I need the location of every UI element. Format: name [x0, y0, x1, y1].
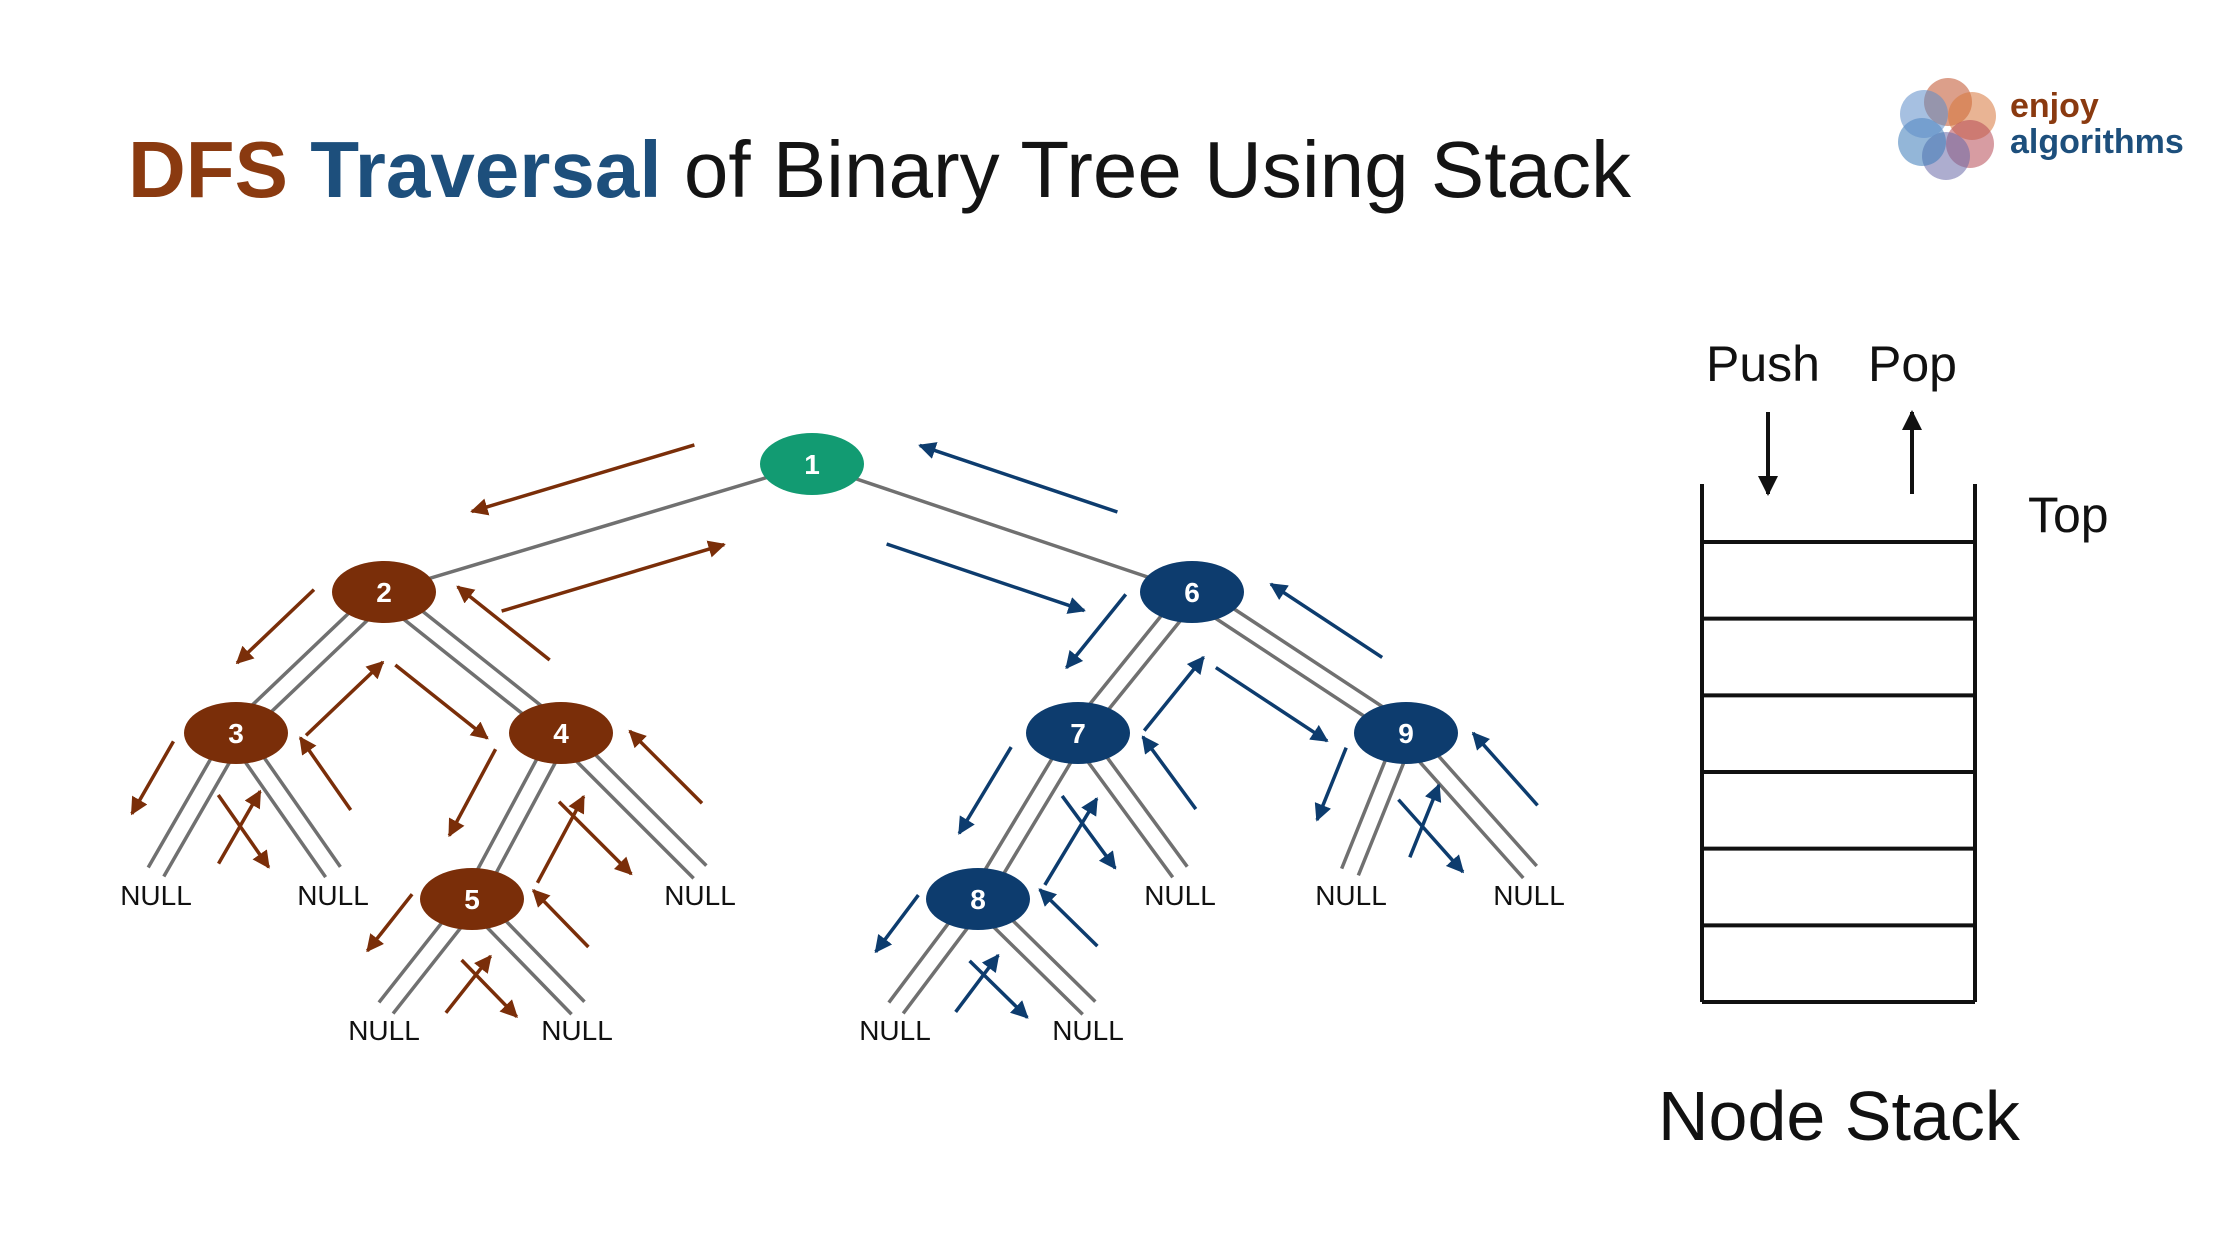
tree-node-2 — [332, 561, 436, 623]
traversal-arrow-down — [394, 663, 489, 740]
tree-node-7 — [1026, 702, 1130, 764]
traversal-arrow-up — [1142, 655, 1205, 732]
node-stack-diagram — [1700, 410, 1977, 1004]
traversal-arrow-down — [1314, 747, 1348, 822]
traversal-arrow-down — [957, 746, 1013, 835]
logo-line-2: algorithms — [2010, 123, 2184, 161]
tree-node-3 — [184, 702, 288, 764]
traversal-arrow-down — [1060, 794, 1117, 870]
tree-node-9 — [1354, 702, 1458, 764]
traversal-arrow-down — [874, 894, 920, 954]
logo-line-1: enjoy — [2010, 87, 2099, 125]
traversal-arrow-down — [470, 443, 695, 516]
null-leaf-label: NULL — [664, 880, 736, 911]
traversal-arrow-up — [954, 953, 1000, 1013]
traversal-arrow-down — [366, 893, 414, 953]
traversal-arrow-up — [532, 889, 590, 949]
tree-node-6 — [1140, 561, 1244, 623]
tree-node-label: 9 — [1398, 718, 1414, 749]
tree-node-1 — [760, 433, 864, 495]
traversal-arrow-up — [1471, 731, 1539, 807]
null-leaf-label: NULL — [1493, 880, 1565, 911]
tree-node-label: 4 — [553, 718, 569, 749]
traversal-arrow-up — [1038, 888, 1099, 948]
tree-edge — [553, 738, 695, 880]
traversal-arrow-down — [1397, 798, 1465, 874]
tree-edge — [383, 462, 813, 594]
logo-mark — [1898, 78, 1996, 180]
null-leaf-label: NULL — [1315, 880, 1387, 911]
null-leaf-label: NULL — [297, 880, 369, 911]
traversal-arrow-up — [298, 736, 353, 812]
null-leaf-label: NULL — [859, 1015, 931, 1046]
null-leaf-label: NULL — [120, 880, 192, 911]
tree-node-label: 2 — [376, 577, 392, 608]
traversal-arrow-down — [447, 748, 498, 838]
traversal-arrow-up — [444, 954, 492, 1014]
traversal-arrow-down — [1065, 593, 1128, 670]
traversal-arrow-down — [968, 959, 1029, 1019]
push-label: Push — [1706, 336, 1820, 392]
traversal-arrow-up — [1141, 735, 1198, 811]
traversal-arrow-up — [535, 794, 586, 884]
traversal-arrow-up — [1269, 582, 1384, 659]
tree-node-label: 7 — [1070, 718, 1086, 749]
tree-node-label: 6 — [1184, 577, 1200, 608]
traversal-arrow-up — [456, 585, 551, 662]
stack-caption: Node Stack — [1658, 1077, 2020, 1155]
null-leaf-label: NULL — [1052, 1015, 1124, 1046]
tree-node-5 — [420, 868, 524, 930]
null-leaf-label: NULL — [348, 1015, 420, 1046]
tree-edge — [811, 462, 1193, 594]
traversal-arrow-up — [628, 729, 704, 805]
traversal-arrow-down — [557, 800, 633, 876]
null-leaf-label: NULL — [1144, 880, 1216, 911]
logo-petal — [1900, 90, 1948, 138]
traversal-arrow-down — [886, 542, 1086, 614]
tree-node-label: 5 — [464, 884, 480, 915]
traversal-arrow-down — [216, 793, 271, 869]
traversal-arrow-up — [501, 540, 726, 613]
page-title: DFS Traversal of Binary Tree Using Stack — [128, 130, 1631, 210]
traversal-arrow-down — [130, 740, 175, 816]
tree-node-label: 1 — [804, 449, 820, 480]
logo-text: enjoy algorithms — [2010, 88, 2184, 160]
title-rest: of Binary Tree Using Stack — [683, 125, 1631, 214]
traversal-arrow-down — [235, 588, 316, 665]
title-traversal: Traversal — [310, 125, 662, 214]
traversal-arrow-up — [304, 660, 385, 737]
tree-node-label: 3 — [228, 718, 244, 749]
null-leaf-label: NULL — [541, 1015, 613, 1046]
top-label: Top — [2028, 487, 2109, 543]
traversal-arrow-down — [460, 958, 518, 1018]
tree-node-label: 8 — [970, 884, 986, 915]
traversal-arrow-up — [1408, 783, 1442, 858]
tree-node-8 — [926, 868, 1030, 930]
pop-label: Pop — [1868, 336, 1957, 392]
traversal-arrow-down — [1214, 666, 1329, 743]
tree-node-4 — [509, 702, 613, 764]
traversal-arrow-up — [918, 442, 1118, 514]
title-dfs: DFS — [128, 125, 288, 214]
traversal-arrow-up — [1043, 797, 1099, 886]
